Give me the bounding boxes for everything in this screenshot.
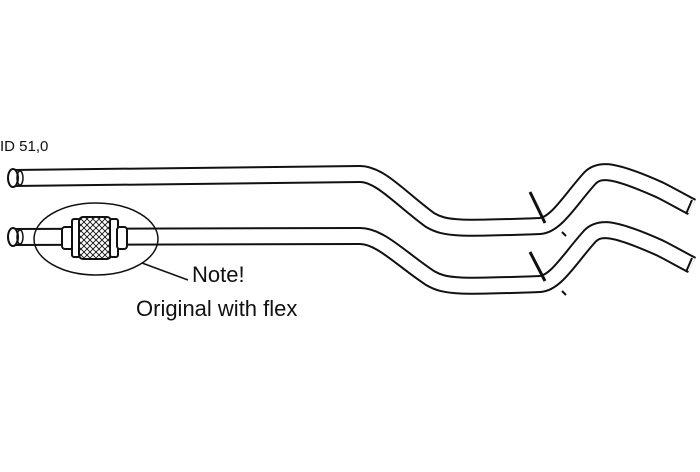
note-detail-label: Original with flex: [136, 296, 298, 321]
flex-section: [61, 216, 128, 260]
lower-pipe: [13, 221, 697, 295]
upper-hanger: [528, 191, 567, 237]
upper-pipe-end: [7, 168, 24, 188]
upper-pipe: [13, 163, 697, 237]
flex-callout: [33, 202, 189, 281]
lower-hanger: [528, 251, 567, 296]
diameter-label: ID 51,0: [0, 138, 49, 155]
lower-pipe-end: [7, 227, 24, 247]
note-label: Note!: [192, 262, 245, 287]
